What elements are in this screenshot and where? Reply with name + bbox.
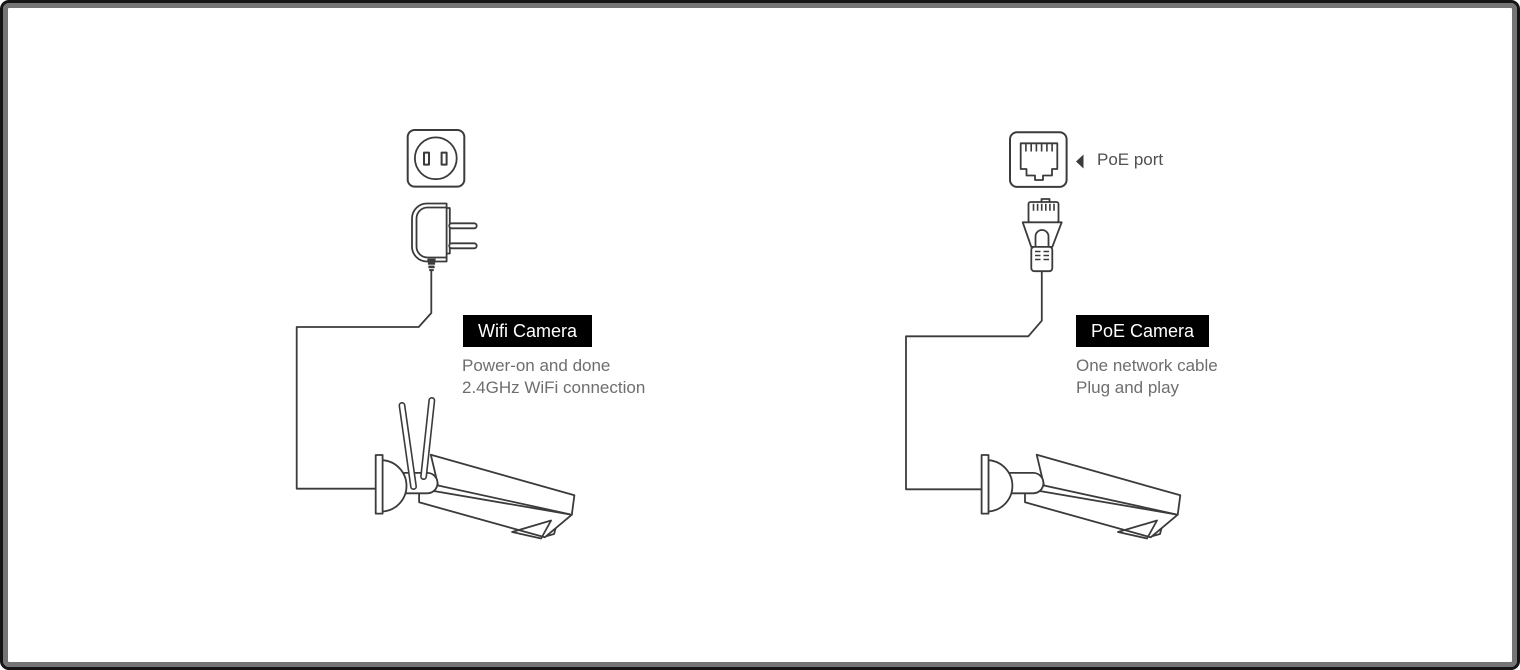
poe-port-label: PoE port: [1097, 150, 1164, 169]
arrow-left-icon: [1076, 154, 1084, 169]
adapter-strain-relief: [427, 258, 436, 272]
network-cable-line: [905, 271, 1043, 491]
power-outlet-icon: [406, 129, 466, 188]
poe-setup-diagram: [905, 131, 1182, 540]
wifi-antenna-icons: [398, 397, 436, 490]
wifi-desc-line1: Power-on and done: [462, 356, 611, 375]
poe-camera-label-chip: PoE Camera: [1076, 315, 1210, 347]
wifi-camera-description: Power-on and done 2.4GHz WiFi connection: [462, 355, 645, 398]
power-adapter-icon: [411, 202, 478, 272]
wifi-setup-diagram: [295, 129, 576, 540]
poe-desc-line1: One network cable: [1076, 356, 1218, 375]
poe-desc-line2: Plug and play: [1076, 377, 1180, 397]
poe-camera-icon: [980, 453, 1182, 540]
power-cable-line: [295, 270, 433, 490]
ethernet-port-icon: [1009, 131, 1068, 188]
rj45-plug-icon: [1021, 198, 1063, 273]
wifi-desc-line2: 2.4GHz WiFi connection: [462, 377, 646, 397]
poe-camera-description: One network cable Plug and play: [1076, 355, 1218, 398]
wifi-camera-label-chip: Wifi Camera: [463, 315, 593, 347]
wifi-camera-icon: [374, 453, 576, 540]
